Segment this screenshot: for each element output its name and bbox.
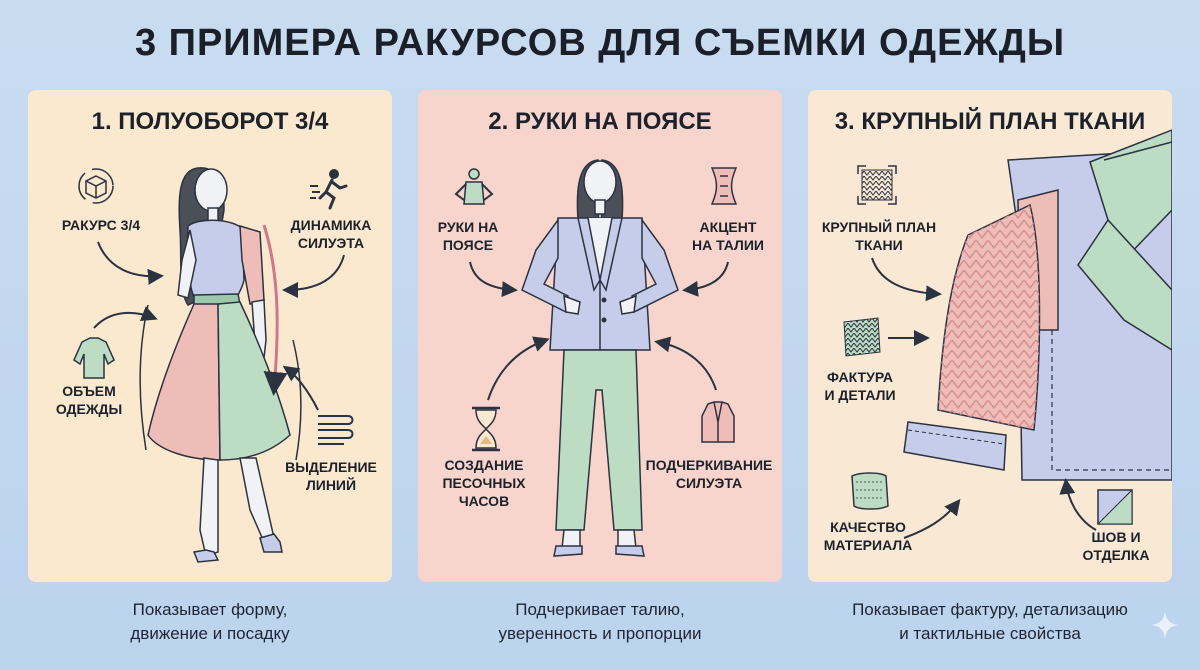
label-lines: ВЫДЕЛЕНИЕ ЛИНИЙ [285,459,377,493]
label-silhouette: ПОДЧЕРКИВАНИЕ СИЛУЭТА [645,457,773,491]
fabric-swatch-icon [843,317,881,357]
running-person-icon [310,169,348,210]
knit-texture-icon [857,165,897,205]
label-dynamics: ДИНАМИКА СИЛУЭТА [290,217,372,251]
fabric-closeup-illustration [843,129,1172,539]
seam-icon [1096,488,1133,525]
panel-three-quarter: 1. ПОЛУОБОРОТ 3/4 [28,90,392,582]
label-angle: РАКУРС 3/4 [61,217,141,233]
panel-title: 2. РУКИ НА ПОЯСЕ [488,108,712,135]
panel-title: 1. ПОЛУОБОРОТ 3/4 [91,108,329,135]
hands-on-hips-icon [454,168,494,205]
corset-icon [710,167,738,205]
caption-three-quarter: Показывает форму, движение и посадку [130,600,290,643]
panel-title: 3. КРУПНЫЙ ПЛАН ТКАНИ [834,108,1146,135]
jacket-icon [701,401,735,443]
lines-icon [318,415,354,445]
three-quarter-illustration [73,167,354,563]
label-quality: КАЧЕСТВО МАТЕРИАЛА [823,519,913,553]
panel-hands-on-hips: 2. РУКИ НА ПОЯСЕ [418,90,782,582]
page-title: 3 ПРИМЕРА РАКУРСОВ ДЛЯ СЪЕМКИ ОДЕЖДЫ [134,22,1066,64]
label-texture: ФАКТУРА И ДЕТАЛИ [824,369,896,403]
label-hands: РУКИ НА ПОЯСЕ [437,219,499,253]
label-hourglass: СОЗДАНИЕ ПЕСОЧНЫХ ЧАСОВ [442,457,526,509]
caption-fabric-closeup: Показывает фактуру, детализацию и тактил… [852,600,1128,643]
label-waist: АКЦЕНТ НА ТАЛИИ [691,219,764,253]
panel-fabric-closeup: 3. КРУПНЫЙ ПЛАН ТКАНИ [808,90,1172,582]
label-volume: ОБЪЕМ ОДЕЖДЫ [55,383,123,417]
label-closeup: КРУПНЫЙ ПЛАН ТКАНИ [821,219,937,253]
sweater-icon [73,337,115,379]
caption-hands-on-hips: Подчеркивает талию, уверенность и пропор… [498,600,702,643]
label-seam: ШОВ И ОТДЕЛКА [1082,529,1150,563]
hourglass-icon [472,406,500,452]
sparkle-icon [1151,611,1179,639]
cube-rotate-icon [78,168,114,204]
fabric-swatch-icon [851,472,889,510]
hands-on-hips-illustration [454,159,738,557]
